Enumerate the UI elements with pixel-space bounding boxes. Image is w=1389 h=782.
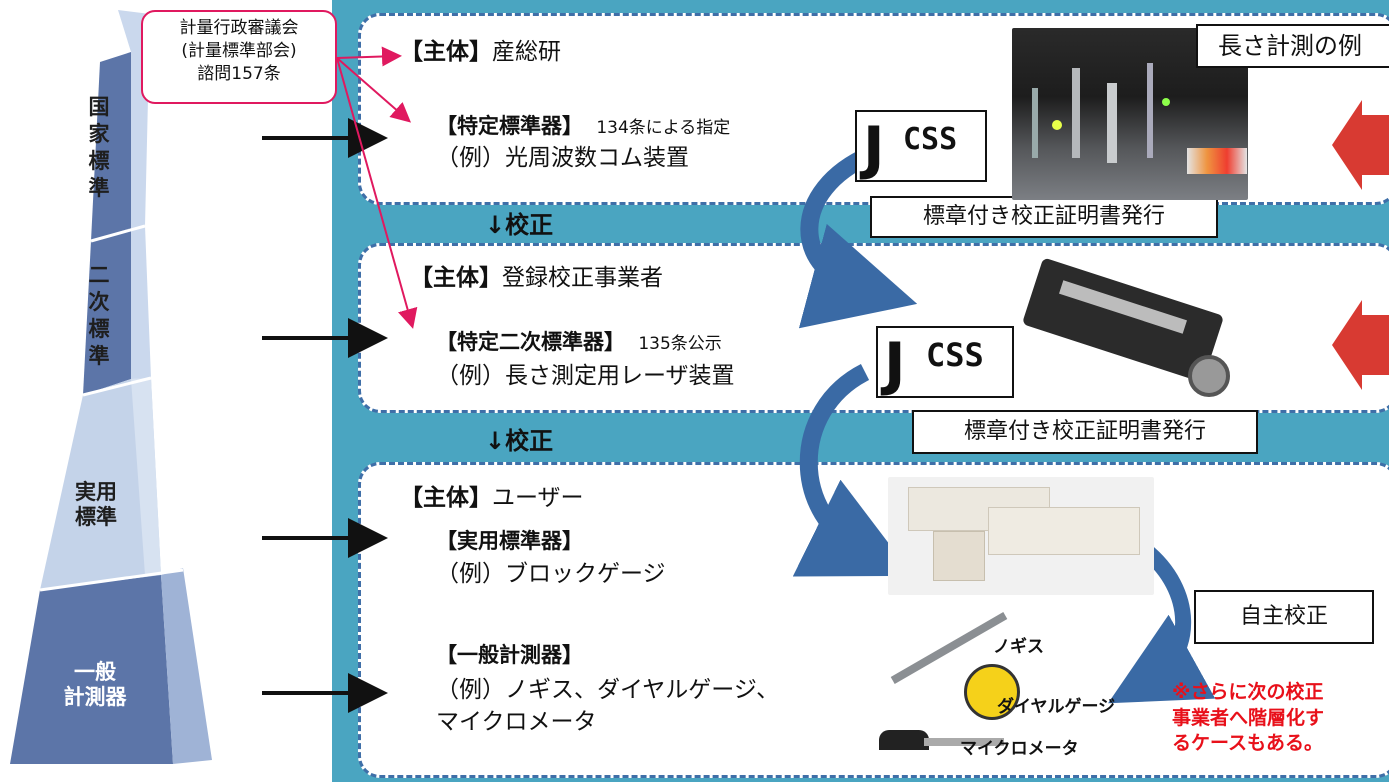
curve-arrow-1: [798, 146, 918, 329]
cert-box-2: 標章付き校正証明書発行: [912, 410, 1258, 454]
micrometer-icon: [879, 730, 929, 750]
callout-line-3: 諮問157条: [197, 63, 281, 84]
tier3-example: （例）ブロックゲージ: [436, 561, 666, 587]
dial-gauge-icon: [964, 664, 1020, 720]
tier3-entity-tag: 【主体】: [400, 485, 492, 511]
tier1-example: （例）光周波数コム装置: [436, 145, 689, 171]
jcss-logo-1: J CSS: [855, 110, 987, 182]
pyramid-national-front: [91, 52, 131, 241]
hand-tools-photo: [864, 604, 1108, 770]
callout-line-1: 計量行政審議会: [179, 18, 299, 38]
pyramid-general-side: [161, 568, 212, 764]
pyramid-label-practical-line2: 標準: [75, 505, 117, 530]
curve-arrow-3: [1108, 543, 1216, 704]
pyramid-label-practical: 実用 標準: [66, 480, 126, 530]
tier2-entity-tag: 【主体】: [410, 265, 502, 291]
pyramid-label-national: 国家標準: [88, 95, 110, 200]
tier3-standard: 【実用標準器】: [436, 529, 583, 553]
laser-device-photo: [1018, 255, 1230, 405]
tier3-entity: 【主体】ユーザー: [400, 485, 584, 511]
red-arrow-1: [1332, 100, 1389, 190]
pyramid-secondary-side: [131, 226, 151, 379]
pink-arrow-3: [336, 57, 418, 329]
cert-box-1: 標章付き校正証明書発行: [870, 196, 1218, 238]
tier2-std-note: 135条公示: [638, 334, 722, 354]
tier1-standard: 【特定標準器】 134条による指定: [436, 114, 730, 139]
jcss-logo-2: J CSS: [876, 326, 1014, 398]
jcss-j-icon: J: [863, 114, 885, 182]
title-box: 長さ計測の例: [1196, 24, 1389, 68]
tier2-standard: 【特定二次標準器】 135条公示: [436, 330, 722, 355]
pyramid-secondary-front: [83, 228, 131, 395]
pyramid-general-front: [10, 575, 173, 764]
pyramid-label-general: 一般 計測器: [50, 660, 140, 710]
tier1-entity-tag: 【主体】: [400, 39, 492, 65]
red-arrow-2: [1332, 300, 1389, 390]
tool-micrometer-label: マイクロメータ: [960, 739, 1079, 759]
jcss-text-1: CSS: [903, 122, 958, 157]
note-line-3: るケースもある。: [1172, 732, 1324, 755]
pyramid-label-practical-line1: 実用: [75, 480, 117, 504]
callout-line-2: (計量標準部会): [181, 40, 297, 61]
tier2-example: （例）長さ測定用レーザ装置: [436, 363, 735, 389]
tier2-std-tag: 【特定二次標準器】: [436, 330, 625, 354]
tier3-entity-name: ユーザー: [492, 485, 584, 511]
tier1-entity-name: 産総研: [492, 39, 561, 65]
pyramid-label-general-line2: 計測器: [63, 685, 127, 710]
note-line-1: ※さらに次の校正: [1172, 681, 1324, 703]
pink-arrow-2: [336, 57, 412, 123]
tier1-entity: 【主体】産総研: [400, 39, 561, 65]
tool-dial-label: ダイヤルゲージ: [997, 697, 1116, 717]
hierarchy-note: ※さらに次の校正 事業者へ階層化す るケースもある。: [1172, 680, 1324, 757]
tier3-general-example-1: （例）ノギス、ダイヤルゲージ、: [436, 677, 780, 703]
tier1-std-tag: 【特定標準器】: [436, 114, 583, 138]
self-calibration-box: 自主校正: [1194, 590, 1374, 644]
curve-arrow-2: [792, 363, 914, 577]
jcss-j-icon: J: [884, 330, 906, 398]
tool-caliper-label: ノギス: [993, 637, 1044, 657]
pyramid-practical-front: [40, 378, 161, 590]
tier2-entity: 【主体】登録校正事業者: [410, 265, 663, 291]
tier2-entity-name: 登録校正事業者: [502, 265, 663, 291]
pyramid-practical-side: [131, 378, 161, 575]
jcss-text-2: CSS: [926, 336, 984, 374]
calibrate-2: ↓校正: [485, 427, 554, 455]
tier3-general-example-2: マイクロメータ: [436, 709, 597, 735]
gauge-block-photo: [888, 477, 1154, 595]
council-callout: 計量行政審議会 (計量標準部会) 諮問157条: [141, 10, 337, 104]
pyramid-label-secondary: 二次標準: [88, 263, 110, 368]
pink-arrow-1: [336, 46, 402, 67]
note-line-2: 事業者へ階層化す: [1172, 706, 1325, 729]
tier3-general: 【一般計測器】: [436, 643, 583, 667]
tier1-std-note: 134条による指定: [596, 118, 731, 138]
calibrate-1: ↓校正: [485, 211, 554, 239]
pyramid-label-general-line1: 一般: [74, 660, 116, 684]
